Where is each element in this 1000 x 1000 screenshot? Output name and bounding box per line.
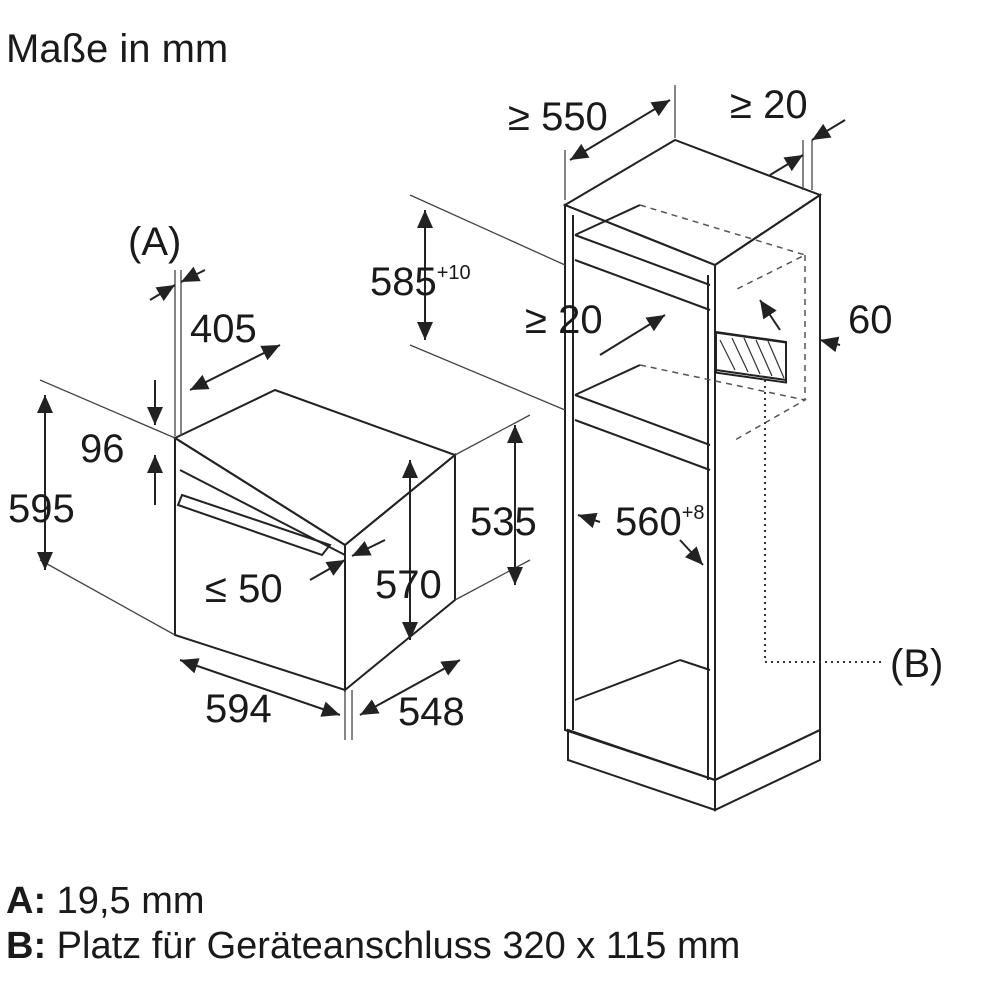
dim-ge-550: ≥ 550 bbox=[508, 95, 608, 139]
dim-570: 570 bbox=[375, 563, 442, 607]
cabinet-drawing bbox=[562, 138, 885, 812]
dim-535: 535 bbox=[470, 500, 537, 544]
dim-594: 594 bbox=[205, 687, 272, 731]
dim-595: 595 bbox=[8, 487, 75, 531]
dim-96: 96 bbox=[80, 427, 125, 471]
oven-dimension-lines bbox=[37, 266, 531, 717]
dim-405: 405 bbox=[190, 307, 257, 351]
legend-b: B: Platz für Geräteanschluss 320 x 115 m… bbox=[6, 925, 741, 967]
label-a: (A) bbox=[128, 220, 181, 264]
legend-a: A: 19,5 mm bbox=[6, 880, 205, 922]
dim-548: 548 bbox=[398, 690, 465, 734]
cabinet-dimension-lines bbox=[409, 85, 846, 566]
label-b: (B) bbox=[890, 642, 943, 686]
dim-ge-20-vent: ≥ 20 bbox=[525, 298, 603, 342]
dim-560: 560+8 bbox=[615, 500, 705, 544]
dim-585: 585+10 bbox=[370, 260, 471, 304]
dim-ge-20-top: ≥ 20 bbox=[730, 83, 808, 127]
dim-60: 60 bbox=[848, 298, 893, 342]
diagram-title: Maße in mm bbox=[6, 27, 228, 71]
dim-le-50: ≤ 50 bbox=[205, 567, 283, 611]
